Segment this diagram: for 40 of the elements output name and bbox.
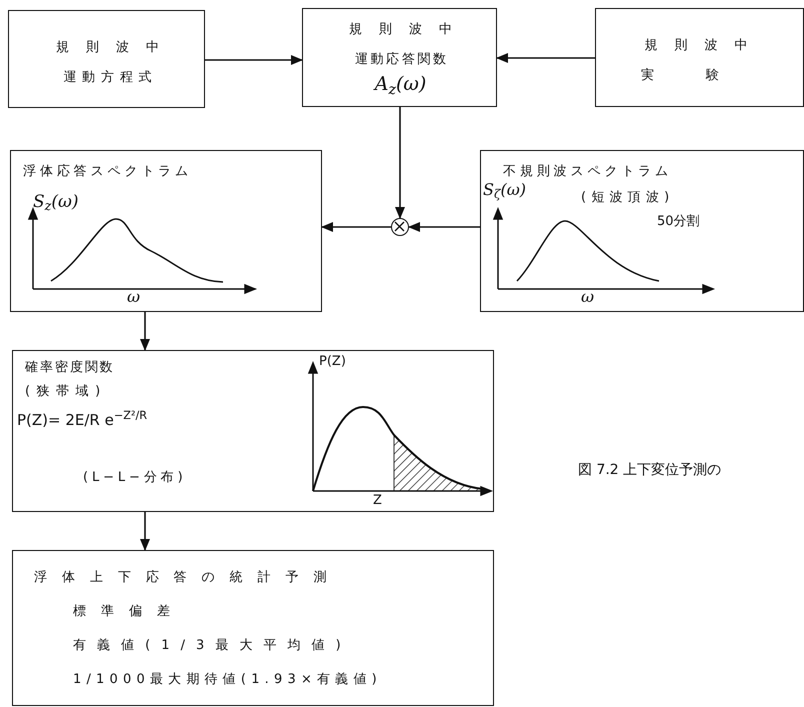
figure-caption: 図 7.2 上下変位予測の <box>578 461 722 480</box>
function-symbol: A$_{z}$(ω) <box>372 75 428 93</box>
arrow <box>321 222 391 232</box>
process-box <box>10 150 322 312</box>
process-box <box>480 150 804 312</box>
list-item: 1/1000最大期待値(1.93×有義値) <box>73 671 382 689</box>
box-heading: 確率密度関数 <box>25 359 115 377</box>
box-label: 運動方程式 <box>62 69 159 87</box>
arrow <box>140 512 150 551</box>
axis-label: P(Z) <box>319 353 346 371</box>
formula: P(Z)= 2E/R e$^{−Z²/R}$ <box>17 411 148 429</box>
axis-label: ω <box>127 289 140 305</box>
process-box <box>12 350 494 512</box>
process-box <box>12 550 494 706</box>
axis-label: S$_{z}$(ω) <box>33 193 79 211</box>
box-heading: 浮体応答スペクトラム <box>23 163 192 181</box>
box-heading: 規則波中 <box>348 21 470 39</box>
list-item: 標準偏差 <box>73 603 185 621</box>
axis-label: ω <box>581 289 594 305</box>
arrow <box>395 107 405 219</box>
box-label: 50分割 <box>657 213 700 231</box>
list-item: 有義値(1/3最大平均値) <box>73 637 352 655</box>
arrow <box>408 222 480 232</box>
process-box <box>595 8 804 107</box>
process-box <box>8 10 205 108</box>
axis-label: S$_{ζ}$(ω) <box>483 181 526 199</box>
box-label: 実験 <box>641 67 771 85</box>
arrow <box>496 53 595 63</box>
process-box <box>302 8 497 107</box>
box-heading: 規則波中 <box>55 39 177 57</box>
arrow <box>205 55 303 65</box>
box-label: (狭帯域) <box>25 383 107 401</box>
box-label: (短波頂波) <box>581 189 674 207</box>
box-label: 運動応答関数 <box>354 51 450 69</box>
box-heading: 規則波中 <box>644 37 766 55</box>
axis-label: Z <box>373 494 382 507</box>
box-heading: 不規則波スペクトラム <box>503 163 672 181</box>
arrow <box>140 312 150 351</box>
box-heading: 浮体上下応答の統計予測 <box>34 569 342 587</box>
box-label: (L−L−分布) <box>83 469 187 487</box>
